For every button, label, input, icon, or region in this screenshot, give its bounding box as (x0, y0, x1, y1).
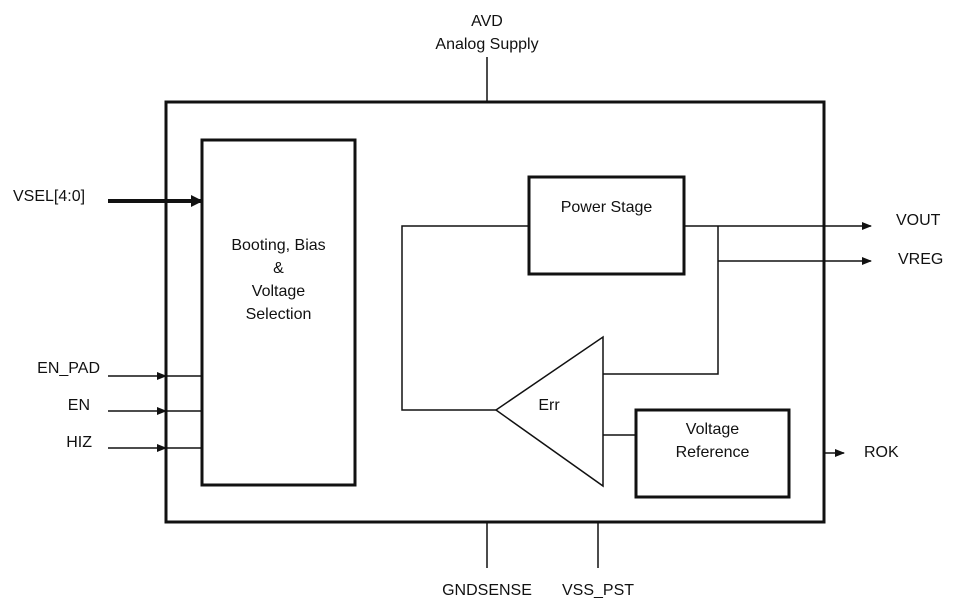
voltage-reference-line-2: Reference (675, 444, 750, 461)
hiz-label: HIZ (66, 434, 92, 451)
bias-block-label: Booting, Bias & Voltage Selection (202, 234, 355, 326)
vreg-label: VREG (898, 251, 944, 268)
bias-block (200, 138, 357, 487)
bias-line-1: Booting, Bias (231, 237, 326, 254)
vss-pst-label: VSS_PST (561, 582, 635, 599)
err-label: Err (538, 397, 560, 414)
bias-line-3: Voltage (251, 283, 306, 300)
voltage-reference-block (634, 408, 791, 499)
en-pad-label: EN_PAD (37, 360, 100, 377)
avd-label: AVD (471, 13, 503, 30)
chip-outline (164, 100, 826, 524)
error-amplifier (494, 335, 604, 488)
bias-line-4: Selection (245, 306, 312, 323)
err-to-power-stage-wire (401, 225, 529, 411)
voltage-reference-line-1: Voltage (685, 421, 740, 438)
power-stage-label: Power Stage (560, 199, 653, 216)
voltage-reference-label: Voltage Reference (636, 418, 789, 464)
vsel-label: VSEL[4:0] (13, 188, 86, 205)
power-stage-block (527, 175, 686, 276)
analog-supply-label: Analog Supply (435, 36, 539, 53)
rok-label: ROK (864, 444, 899, 461)
bias-line-2: & (273, 260, 284, 277)
gndsense-label: GNDSENSE (442, 582, 532, 599)
output-feedback-wire (603, 226, 719, 375)
vout-label: VOUT (896, 212, 941, 229)
en-label: EN (67, 397, 90, 414)
